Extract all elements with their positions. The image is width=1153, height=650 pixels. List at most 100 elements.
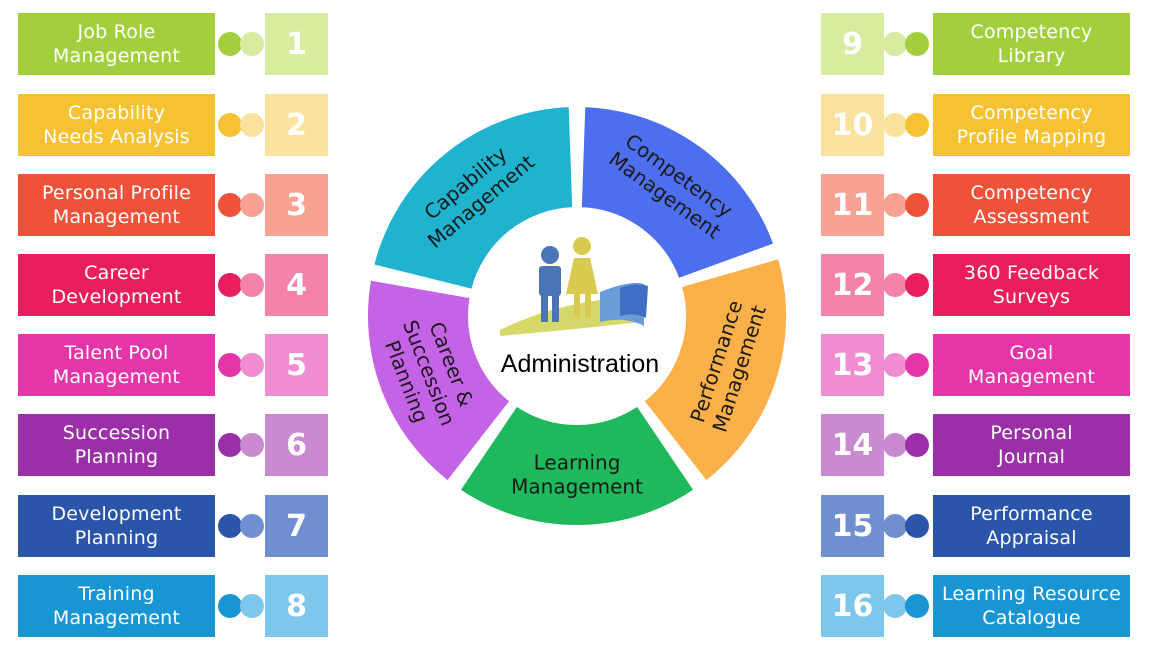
feature-number: 4	[265, 254, 328, 316]
feature-label-line: Profile Mapping	[956, 126, 1107, 148]
feature-label-line: Management	[52, 45, 181, 67]
connector-dot	[905, 514, 929, 538]
feature-number: 13	[821, 334, 884, 396]
feature-label-line: Competency	[970, 182, 1093, 204]
feature-number: 10	[821, 94, 884, 156]
connector-dot	[218, 113, 242, 137]
connector-dot	[905, 433, 929, 457]
connector-dot	[905, 594, 929, 618]
connector-dot	[883, 32, 907, 56]
administration-center: Administration	[469, 208, 685, 424]
connector-dot	[218, 193, 242, 217]
feature-label-line: Management	[52, 206, 181, 228]
connector-dot	[218, 353, 242, 377]
feature-label-line: Performance	[970, 503, 1093, 525]
feature-label-line: Library	[997, 45, 1066, 67]
feature-label-line: Needs Analysis	[43, 126, 190, 148]
feature-label-line: Capability	[67, 102, 166, 124]
feature-number: 8	[265, 575, 328, 637]
feature-number: 9	[821, 13, 884, 75]
wheel-segment-label: Management	[511, 475, 643, 499]
connector-dot	[240, 32, 264, 56]
feature-label-line: Surveys	[992, 286, 1071, 308]
wheel-segment-shape	[458, 404, 696, 527]
feature-label-line: Personal Profile	[41, 182, 192, 204]
feature-label-line: Catalogue	[982, 607, 1081, 629]
feature-number: 11	[821, 174, 884, 236]
feature-number: 5	[265, 334, 328, 396]
connector-dot	[883, 433, 907, 457]
feature-label-line: Job Role	[77, 21, 156, 43]
feature-label-line: Training	[78, 583, 155, 605]
wheel-segment-label: Learning	[534, 451, 621, 475]
feature-label-line: Management	[52, 607, 181, 629]
connector-dot	[240, 273, 264, 297]
connector-dot	[905, 353, 929, 377]
feature-label-line: Management	[52, 366, 181, 388]
feature-label-line: Succession	[62, 422, 171, 444]
feature-number: 2	[265, 94, 328, 156]
connector-dot	[905, 273, 929, 297]
feature-label-line: Competency	[970, 102, 1093, 124]
feature-label-line: Learning Resource	[941, 583, 1122, 605]
connector-dot	[883, 113, 907, 137]
feature-number: 12	[821, 254, 884, 316]
feature-number: 1	[265, 13, 328, 75]
feature-label-line: Development	[51, 503, 182, 525]
connector-dot	[240, 514, 264, 538]
feature-label-line: Goal	[1009, 342, 1054, 364]
feature-label-line: Development	[51, 286, 182, 308]
connector-dot	[905, 32, 929, 56]
connector-dot	[240, 353, 264, 377]
feature-label-line: Planning	[74, 446, 159, 468]
feature-label-line: 360 Feedback	[963, 262, 1100, 284]
connector-dot	[905, 193, 929, 217]
connector-dot	[218, 514, 242, 538]
people-icon	[500, 237, 648, 336]
connector-dot	[218, 273, 242, 297]
connector-dot	[218, 32, 242, 56]
feature-number: 6	[265, 414, 328, 476]
center-label: Administration	[501, 350, 659, 378]
connector-dot	[905, 113, 929, 137]
feature-label-line: Planning	[74, 527, 159, 549]
feature-label-line: Journal	[997, 446, 1066, 468]
connector-dot	[883, 514, 907, 538]
connector-dot	[240, 594, 264, 618]
feature-label-line: Assessment	[973, 206, 1090, 228]
connector-dot	[218, 433, 242, 457]
feature-label-line: Career	[84, 262, 149, 284]
connector-dot	[218, 594, 242, 618]
